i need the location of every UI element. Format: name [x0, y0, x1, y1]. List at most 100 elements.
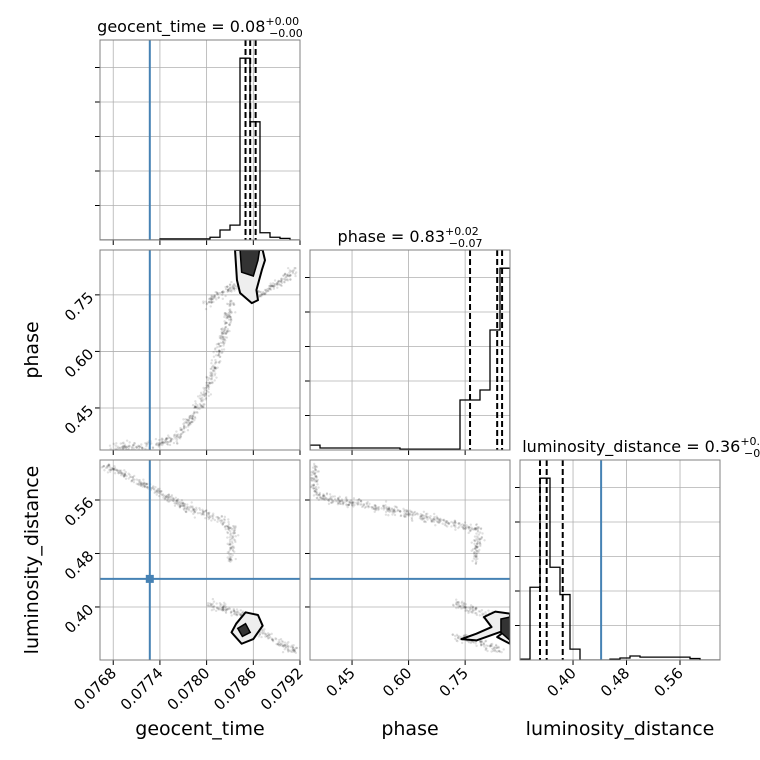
sample-point — [190, 506, 194, 509]
sample-point — [266, 637, 270, 640]
sample-point — [179, 504, 183, 507]
sample-point — [341, 503, 345, 506]
sample-point — [419, 515, 423, 518]
sample-point — [158, 443, 161, 447]
sample-point — [285, 278, 288, 282]
sample-point — [359, 503, 362, 506]
sample-point — [336, 497, 340, 500]
sample-point — [198, 397, 202, 400]
sample-point — [447, 522, 451, 525]
x-axis-label: geocent_time — [135, 718, 264, 740]
sample-point — [239, 613, 243, 617]
sample-point — [144, 482, 147, 485]
sample-point — [455, 606, 458, 610]
sample-point — [283, 278, 287, 281]
sample-point — [182, 507, 186, 510]
sample-point — [291, 646, 294, 649]
sample-point — [123, 473, 127, 476]
sample-point — [493, 649, 497, 652]
sample-point — [240, 611, 244, 615]
sample-point — [103, 469, 106, 472]
sample-point — [198, 407, 201, 411]
sample-point — [230, 540, 234, 543]
sample-point — [157, 489, 160, 493]
sample-point — [229, 317, 233, 321]
sample-point — [221, 290, 225, 293]
sample-point — [136, 445, 139, 448]
sample-point — [419, 517, 423, 521]
sample-point — [472, 539, 476, 542]
sample-point — [139, 482, 143, 486]
sample-point — [388, 508, 391, 511]
sample-point — [164, 494, 167, 498]
sample-point — [327, 498, 331, 501]
sample-point — [202, 390, 206, 394]
sample-point — [259, 294, 262, 298]
sample-point — [209, 374, 213, 378]
sample-point — [322, 498, 325, 501]
sample-point — [176, 435, 179, 438]
sample-point — [469, 606, 472, 609]
sample-point — [455, 633, 459, 637]
sample-point — [151, 446, 155, 450]
sample-point — [224, 611, 228, 615]
sample-point — [188, 421, 192, 425]
sample-point — [275, 282, 278, 285]
sample-point — [222, 518, 226, 521]
sample-point — [454, 521, 457, 525]
sample-point — [216, 515, 220, 519]
sample-point — [288, 271, 291, 274]
sample-point — [469, 641, 473, 645]
sample-point — [232, 612, 236, 616]
sample-point — [158, 442, 161, 445]
sample-point — [474, 562, 478, 565]
sample-point — [212, 369, 215, 372]
sample-point — [235, 611, 239, 614]
sample-point — [312, 487, 315, 490]
sample-point — [217, 352, 221, 355]
sample-point — [468, 610, 471, 613]
sample-point — [222, 344, 225, 347]
sample-point — [284, 276, 287, 279]
sample-point — [142, 483, 145, 487]
sample-point — [426, 512, 429, 515]
sample-point — [137, 479, 140, 482]
sample-point — [224, 607, 227, 610]
sample-point — [268, 284, 271, 288]
sample-point — [374, 508, 377, 511]
sample-point — [187, 507, 190, 511]
sample-point — [221, 351, 224, 354]
sample-point — [447, 522, 450, 526]
sample-point — [114, 444, 117, 447]
sample-point — [226, 285, 229, 289]
sample-point — [211, 381, 214, 385]
sample-point — [215, 602, 218, 605]
sample-point — [366, 500, 369, 504]
sample-point — [212, 294, 216, 298]
sample-point — [108, 466, 112, 469]
sample-point — [175, 440, 178, 443]
sample-point — [452, 522, 455, 525]
sample-point — [475, 535, 479, 538]
sample-point — [475, 527, 479, 531]
sample-point — [198, 402, 202, 406]
sample-point — [196, 511, 200, 515]
sample-point — [198, 511, 202, 515]
sample-point — [202, 405, 205, 409]
plot-area — [100, 460, 300, 660]
sample-point — [312, 487, 315, 490]
sample-point — [319, 496, 322, 500]
sample-point — [224, 327, 227, 330]
sample-point — [497, 646, 501, 649]
sample-point — [223, 313, 226, 317]
sample-point — [266, 289, 270, 293]
sample-point — [223, 330, 226, 333]
sample-point — [229, 543, 232, 546]
sample-point — [228, 323, 231, 326]
sample-point — [458, 635, 461, 638]
sample-point — [363, 506, 367, 509]
sample-point — [179, 505, 182, 508]
sample-point — [233, 287, 236, 290]
sample-point — [128, 445, 131, 448]
sample-point — [458, 525, 461, 528]
